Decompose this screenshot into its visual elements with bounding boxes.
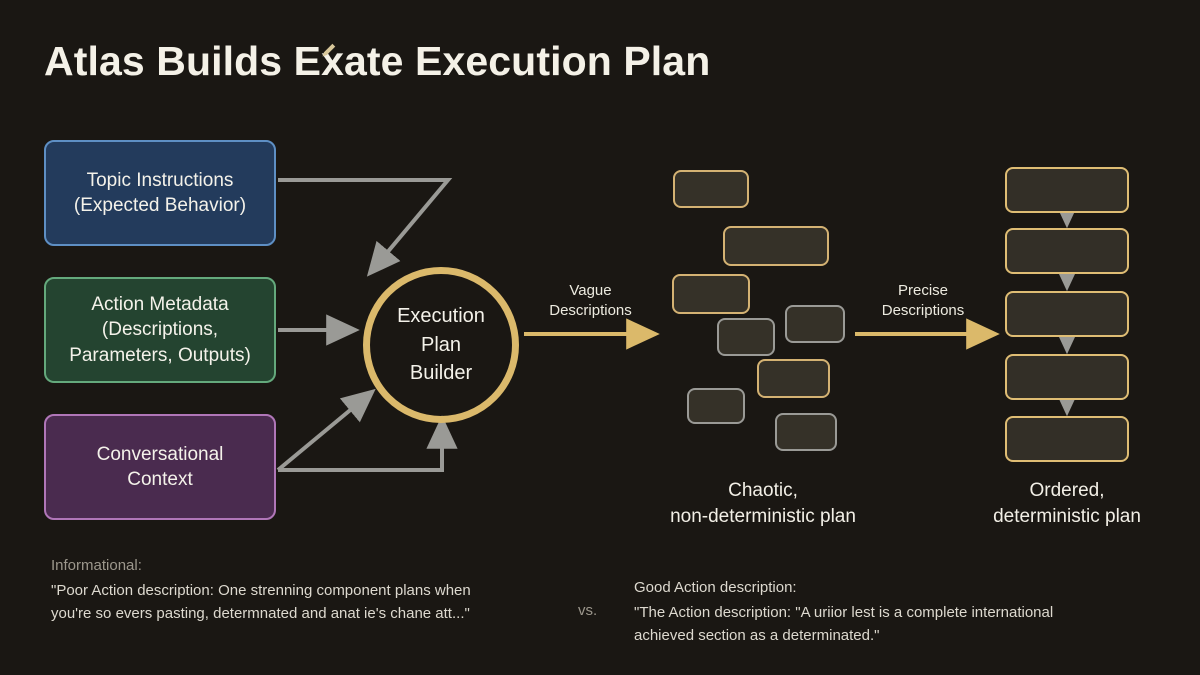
chaotic-plan-step[interactable] [673,170,749,208]
ordered-plan-step[interactable] [1005,416,1129,462]
footer-left-heading: Informational: [51,557,142,574]
execution-plan-builder-node[interactable]: Execution Plan Builder [363,267,519,423]
footer-right-line2: achieved section as a determinated." [634,627,880,645]
chaotic-plan-step[interactable] [757,359,830,398]
arrow-topic-to-builder [278,178,453,277]
footer-vs-separator: vs. [578,602,598,619]
chaotic-plan-step[interactable] [775,413,837,451]
page-title-part-1: Atlas Builds E [44,38,322,84]
input-box-context-line1: Conversational [96,443,224,465]
builder-line3: Builder [409,362,473,385]
chaotic-plan-step[interactable] [723,226,829,266]
chaotic-plan-step[interactable] [717,318,775,356]
flow-label-vague-line2: Descriptions [549,302,632,320]
input-box-conversational-context[interactable]: Conversational Context [44,414,276,520]
input-box-action-line2: (Descriptions, [101,319,219,341]
footer-right-heading: Good Action description: [634,579,797,596]
flow-label-precise-descriptions: Precise Descriptions [858,281,988,322]
ordered-plan-step[interactable] [1005,228,1129,274]
chaotic-plan-step[interactable] [785,305,845,343]
flow-label-precise-line2: Descriptions [881,302,965,320]
chaotic-plan-step[interactable] [672,274,750,314]
chaotic-plan-step[interactable] [687,388,745,424]
caption-ordered-line2: deterministic plan [993,506,1141,528]
ordered-plan-step[interactable] [1005,291,1129,337]
caption-chaotic-line1: Chaotic, [728,480,798,501]
caption-ordered-line1: Ordered, [1029,480,1105,501]
footer-left-line2: you're so evers pasting, determnated and… [51,605,470,623]
builder-line2: Plan [420,333,462,356]
footer-comparison: Informational: "Poor Action description:… [0,550,1200,660]
footer-left-body: "Poor Action description: One strenning … [51,579,571,626]
flow-label-precise-line1: Precise [897,282,949,299]
ordered-plan-step[interactable] [1005,167,1129,213]
footer-right-body: "The Action description: "A uriior lest … [634,601,1154,648]
input-box-topic-line1: Topic Instructions [86,169,234,191]
caption-chaotic-line2: non-deterministic plan [670,506,856,528]
input-box-action-line1: Action Metadata [91,294,229,316]
input-box-context-line2: Context [127,469,193,490]
ordered-plan-step[interactable] [1005,354,1129,400]
input-box-action-metadata[interactable]: Action Metadata (Descriptions, Parameter… [44,277,276,383]
input-box-topic-line2: (Expected Behavior) [73,195,247,216]
footer-left-line1: "Poor Action description: One strenning … [51,582,471,599]
arrow-context-to-builder-diagonal [276,388,376,472]
input-box-topic-instructions[interactable]: Topic Instructions (Expected Behavior) [44,140,276,246]
flow-label-vague-descriptions: Vague Descriptions [528,281,653,322]
caption-ordered-plan: Ordered, deterministic plan [942,478,1192,530]
page-title-part-2: ate Execution Plan [343,38,711,84]
flow-label-vague-line1: Vague [569,282,612,299]
caption-chaotic-plan: Chaotic, non-deterministic plan [615,478,911,530]
arrow-context-to-builder-elbow [278,415,458,472]
footer-right-line1: "The Action description: "A uriior lest … [634,604,1054,621]
input-box-action-line3: Parameters, Outputs) [69,344,251,366]
builder-line1: Execution [397,305,485,328]
